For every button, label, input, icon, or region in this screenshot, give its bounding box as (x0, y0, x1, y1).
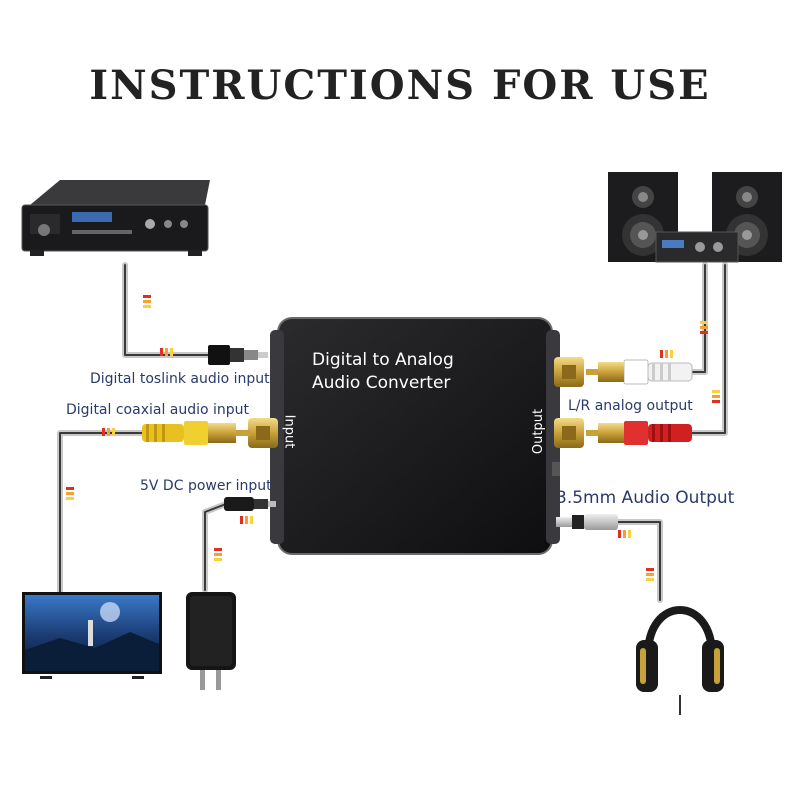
signal-arrows (66, 295, 720, 581)
signal-arrow (712, 390, 720, 403)
converter-device (248, 317, 584, 555)
toslink-label: Digital toslink audio input (90, 371, 270, 387)
headphone-plug (556, 514, 618, 530)
speaker-system-icon (608, 172, 782, 263)
rca-output-cables (687, 262, 728, 436)
signal-arrow (160, 348, 173, 356)
signal-arrow (618, 530, 631, 538)
signal-arrow (102, 428, 115, 436)
headphone-cable (615, 519, 663, 603)
page-title: INSTRUCTIONS FOR USE (89, 62, 711, 109)
device-name-line2: Audio Converter (312, 373, 451, 393)
rca-left-output-jack (554, 357, 584, 387)
signal-arrow (66, 487, 74, 500)
input-side-label: Input (281, 414, 297, 449)
signal-arrow (700, 321, 708, 334)
rca-right-output-jack (554, 418, 584, 448)
device-name-line1: Digital to Analog (312, 350, 454, 370)
headphone-output-label: 3.5mm Audio Output (556, 488, 735, 508)
signal-arrow (240, 516, 253, 524)
signal-arrow (646, 568, 654, 581)
lr-output-label: L/R analog output (568, 398, 693, 414)
dc-power-label: 5V DC power input (140, 478, 272, 494)
toslink-plug (208, 345, 268, 365)
tv-icon (22, 592, 162, 679)
headphone-output-jack (552, 462, 560, 476)
headphones-icon (636, 606, 724, 715)
coaxial-label: Digital coaxial audio input (66, 402, 250, 418)
toslink-cable (122, 262, 213, 358)
white-rca-plug (586, 359, 693, 385)
signal-arrow (214, 548, 222, 561)
signal-arrow (143, 295, 151, 308)
cd-player-icon (21, 180, 210, 256)
power-adapter-icon (186, 592, 236, 690)
dc-power-plug (224, 497, 276, 511)
cables (57, 262, 728, 603)
coaxial-cable (57, 430, 148, 598)
power-cable (202, 501, 229, 593)
amplifier-icon (655, 231, 739, 263)
red-rca-plug (586, 421, 692, 445)
yellow-rca-plug (142, 421, 250, 445)
output-side-label: Output (531, 408, 547, 455)
coaxial-input-jack (248, 418, 278, 448)
signal-arrow (660, 350, 673, 358)
